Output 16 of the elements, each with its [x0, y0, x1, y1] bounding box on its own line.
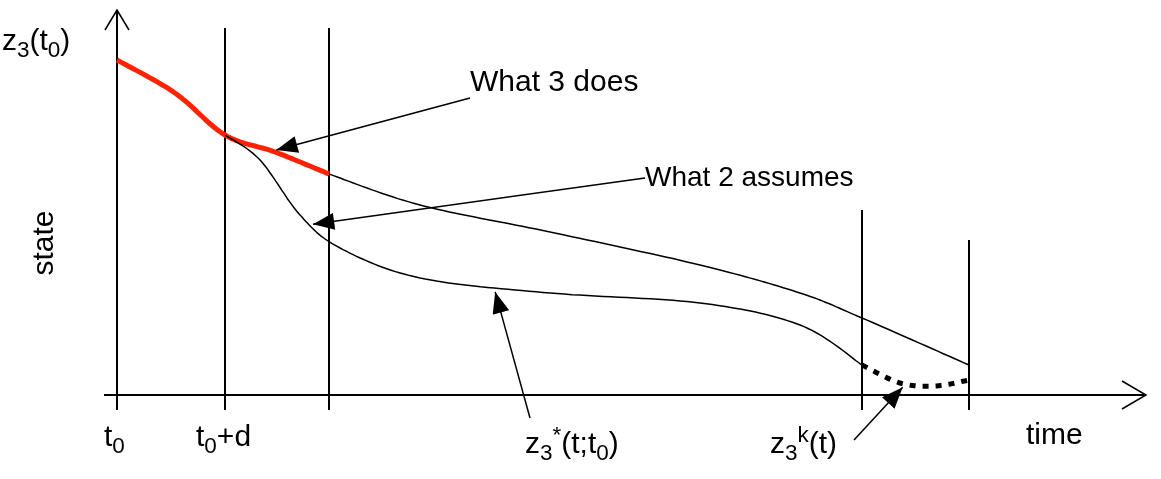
- highlighted-state-curve: [115, 57, 330, 177]
- state-curve: [224, 134, 863, 366]
- leader-line: [492, 291, 531, 419]
- leader-line: [853, 386, 904, 441]
- axis-tick-label: t$_{0}$: [104, 418, 125, 459]
- leader-line: [275, 97, 471, 153]
- callout-text: z$_{3}$$^{k}$(t): [770, 418, 854, 470]
- axis-tick-label: time: [1026, 416, 1083, 452]
- callout-text: z$_{3}$$^{*}$(t;t$_{0}$): [525, 418, 700, 470]
- axis-tick-label: t$_{0}$+d: [196, 418, 252, 459]
- callout-text: What 3 does: [470, 58, 710, 102]
- callout-text: What 2 assumes: [645, 155, 945, 199]
- axis-label: state: [24, 210, 60, 276]
- leader-line: [312, 177, 646, 230]
- dotted-state-curve: [860, 362, 971, 389]
- axis-tick-label: z$_{3}$(t$_{0}$): [2, 22, 71, 63]
